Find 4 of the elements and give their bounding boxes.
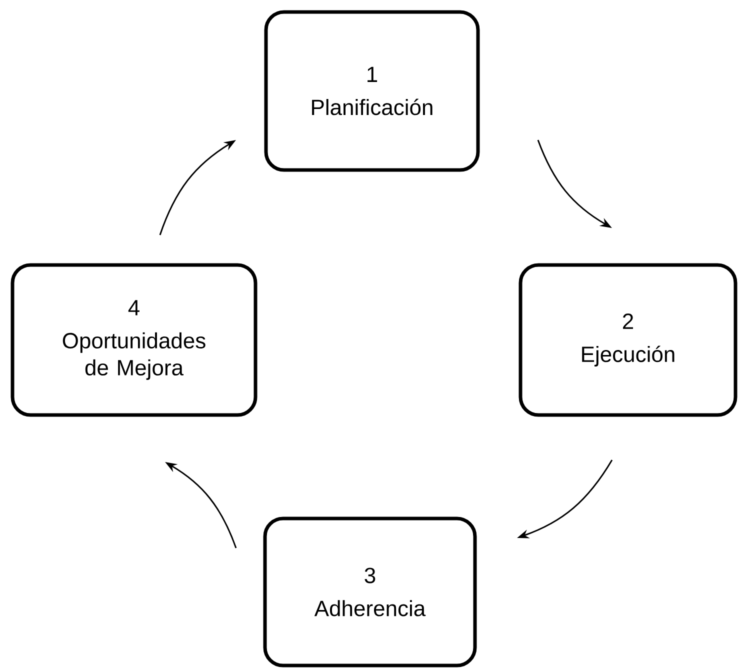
- process-box: 2 Ejecución: [518, 263, 738, 417]
- process-box: 4 Oportunidades de Mejora: [10, 263, 258, 417]
- process-box: 3 Adherencia: [263, 516, 477, 668]
- process-box: 1 Planificación: [264, 10, 480, 172]
